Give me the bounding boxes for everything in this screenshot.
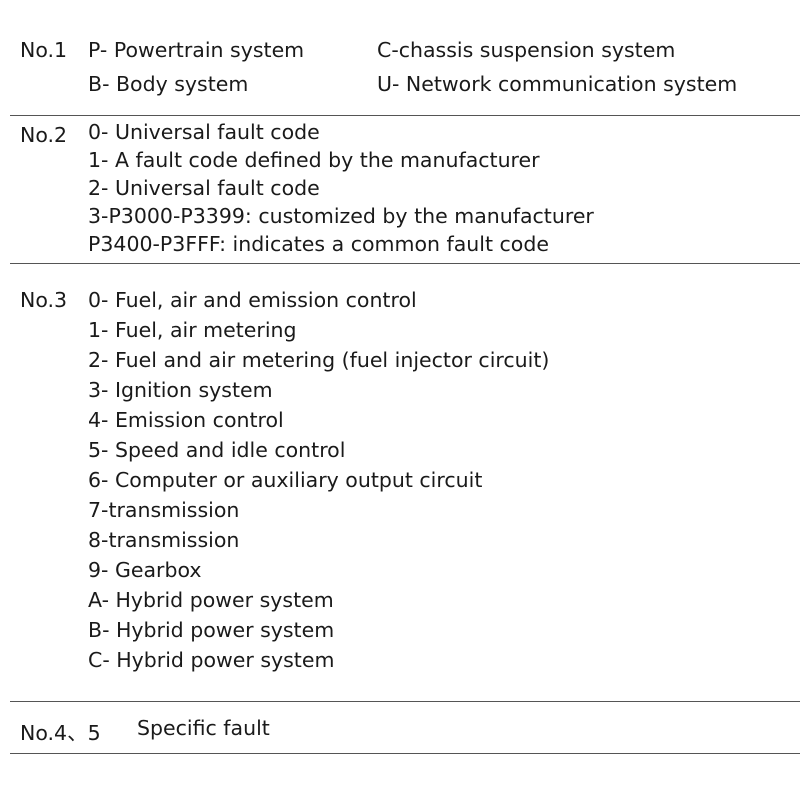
section-3-line: 3- Ignition system (88, 378, 273, 402)
section-3-line: B- Hybrid power system (88, 618, 335, 642)
section-3-line: 6- Computer or auxiliary output circuit (88, 468, 483, 492)
section-3-line: 0- Fuel, air and emission control (88, 288, 417, 312)
section-3-line: 7-transmission (88, 498, 240, 522)
section-3-line: A- Hybrid power system (88, 588, 334, 612)
section-2-line: 0- Universal fault code (88, 120, 320, 144)
code-item-chassis: C-chassis suspension system (377, 38, 676, 62)
section-3-line: C- Hybrid power system (88, 648, 335, 672)
code-item-network: U- Network communication system (377, 72, 738, 96)
section-1-number: No.1 (20, 38, 68, 62)
section-3-line: 8-transmission (88, 528, 240, 552)
code-item-body: B- Body system (88, 72, 249, 96)
section-3-line: 1- Fuel, air metering (88, 318, 297, 342)
section-2-line: P3400-P3FFF: indicates a common fault co… (88, 232, 549, 256)
section-4-text: Specific fault (137, 716, 270, 740)
section-3-line: 2- Fuel and air metering (fuel injector … (88, 348, 550, 372)
section-3-number: No.3 (20, 288, 68, 312)
section-3-line: 5- Speed and idle control (88, 438, 346, 462)
code-item-powertrain: P- Powertrain system (88, 38, 305, 62)
section-3-line: 9- Gearbox (88, 558, 202, 582)
divider (10, 263, 800, 264)
section-2-line: 3-P3000-P3399: customized by the manufac… (88, 204, 594, 228)
section-2-line: 2- Universal fault code (88, 176, 320, 200)
divider (10, 115, 800, 116)
section-2-line: 1- A fault code defined by the manufactu… (88, 148, 540, 172)
divider (10, 753, 800, 754)
section-4-number: No.4、5 (20, 721, 101, 745)
section-2-number: No.2 (20, 123, 68, 147)
divider (10, 701, 800, 702)
section-3-line: 4- Emission control (88, 408, 284, 432)
